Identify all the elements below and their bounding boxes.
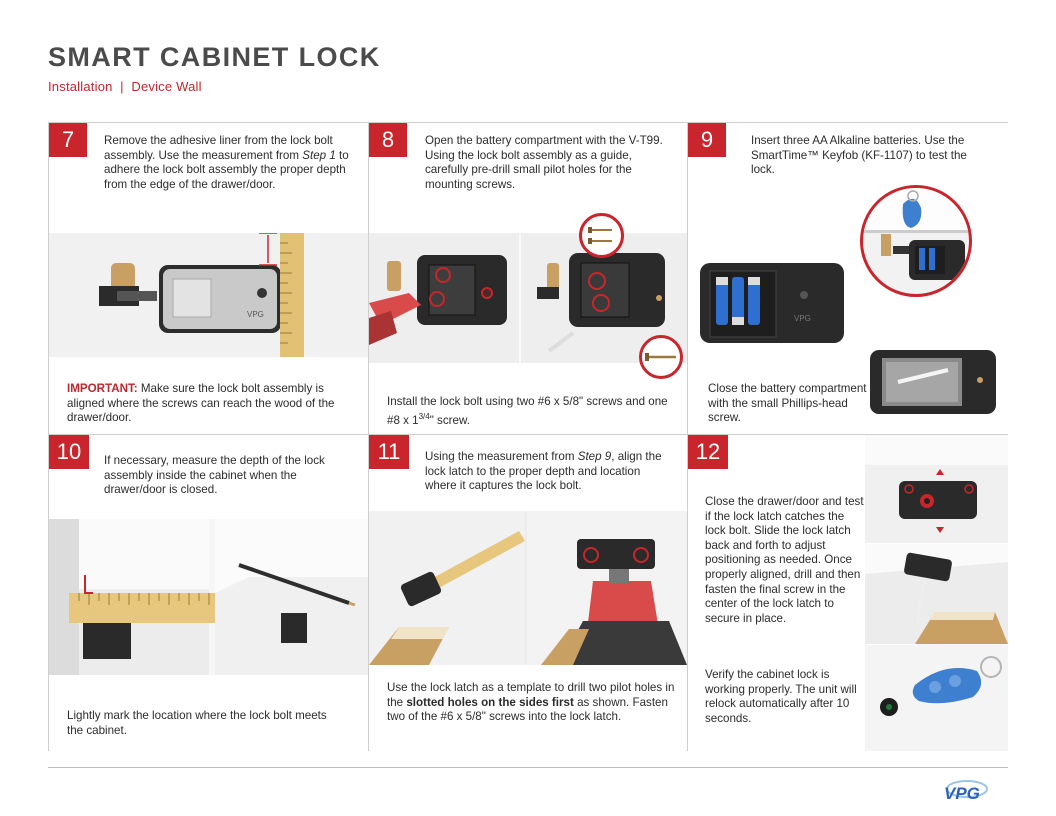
step-11-text: Using the measurement from xyxy=(425,450,578,463)
important-text: Make sure the lock bolt assembly is alig… xyxy=(67,382,335,425)
step-12-photo-keyfob xyxy=(865,645,1008,751)
step-12-panel: 12 Close the drawer/door and test if the… xyxy=(688,435,1008,751)
page-title: SMART CABINET LOCK xyxy=(48,42,381,72)
vpg-logo: VPG xyxy=(940,776,990,806)
closed-compartment-photo xyxy=(868,348,998,416)
battery-compartment-photo: VPG xyxy=(698,261,846,345)
footer-divider xyxy=(48,767,1008,768)
device-brand-mark: VPG xyxy=(794,314,811,323)
step-7-text: Remove the adhesive liner from the lock … xyxy=(104,134,333,162)
step-11-caption: Use the lock latch as a template to dril… xyxy=(387,681,677,725)
keyfob-test-callout xyxy=(860,185,972,297)
logo-text: VPG xyxy=(944,784,980,803)
step-10-panel: 10 If necessary, measure the depth of th… xyxy=(49,435,368,751)
step-7-photo: VPG xyxy=(49,233,368,357)
step-12-photo-drill xyxy=(865,544,1008,644)
step-number: 8 xyxy=(369,123,407,157)
step-10-instructions: If necessary, measure the depth of the l… xyxy=(104,454,325,497)
page-subtitle: Installation | Device Wall xyxy=(48,79,202,94)
step-11-caption-text: Use the lock latch as a template to dril… xyxy=(387,681,675,709)
step-11-reference: Step 9 xyxy=(577,450,612,463)
important-label: IMPORTANT: xyxy=(67,382,138,395)
step-12-photo-latch xyxy=(865,435,1008,543)
step-9-panel: 9 Insert three AA Alkaline batteries. Us… xyxy=(688,123,1008,434)
instruction-grid: 7 Remove the adhesive liner from the loc… xyxy=(48,122,1008,751)
step-number: 10 xyxy=(49,435,89,469)
step-7-panel: 7 Remove the adhesive liner from the loc… xyxy=(49,123,368,434)
step-11-caption-emphasis: slotted holes on the sides first xyxy=(406,695,574,709)
step-8-fraction: 3/4 xyxy=(418,411,430,421)
screws-callout xyxy=(579,213,624,258)
step-10-caption: Lightly mark the location where the lock… xyxy=(67,709,327,737)
step-10-photo xyxy=(49,519,368,675)
svg-text:VPG: VPG xyxy=(247,310,264,319)
step-number: 9 xyxy=(688,123,726,157)
long-screw-callout xyxy=(639,335,683,379)
step-11-photo xyxy=(369,511,687,665)
step-11-caption-end: as shown. Fasten two of the #6 x 5/8" sc… xyxy=(387,695,668,724)
step-11-panel: 11 Using the measurement from Step 9, al… xyxy=(369,435,687,751)
step-number: 12 xyxy=(688,435,728,469)
step-7-text-cont: to adhere the lock bolt assembly the pro… xyxy=(104,148,349,191)
step-number: 7 xyxy=(49,123,87,157)
step-9-instructions: Insert three AA Alkaline batteries. Use … xyxy=(751,134,967,177)
step-8-caption-text: Install the lock bolt using two #6 x 5/8… xyxy=(387,395,668,427)
step-8-instructions: Open the battery compartment with the V-… xyxy=(425,134,663,191)
grid-divider xyxy=(49,434,1007,435)
step-11-instructions: Using the measurement from Step 9, align… xyxy=(425,450,675,494)
step-8-caption: Install the lock bolt using two #6 x 5/8… xyxy=(387,395,677,428)
step-8-panel: 8 Open the battery compartment with the … xyxy=(369,123,687,434)
grid-divider xyxy=(687,123,688,750)
step-9-caption: Close the battery compartment with the s… xyxy=(708,382,867,425)
step-7-important-note: IMPORTANT: Make sure the lock bolt assem… xyxy=(67,382,357,426)
step-8-photo xyxy=(369,233,687,363)
step-7-instructions: Remove the adhesive liner from the lock … xyxy=(104,134,359,192)
step-8-caption-end: " screw. xyxy=(429,413,470,427)
grid-divider xyxy=(368,123,369,750)
step-12-instructions: Close the drawer/door and test if the lo… xyxy=(705,495,864,625)
step-7-reference: Step 1 xyxy=(302,148,336,162)
step-12-verification: Verify the cabinet lock is working prope… xyxy=(705,668,857,725)
step-number: 11 xyxy=(369,435,409,469)
step-11-text-cont: , align the lock latch to the proper dep… xyxy=(425,450,662,493)
